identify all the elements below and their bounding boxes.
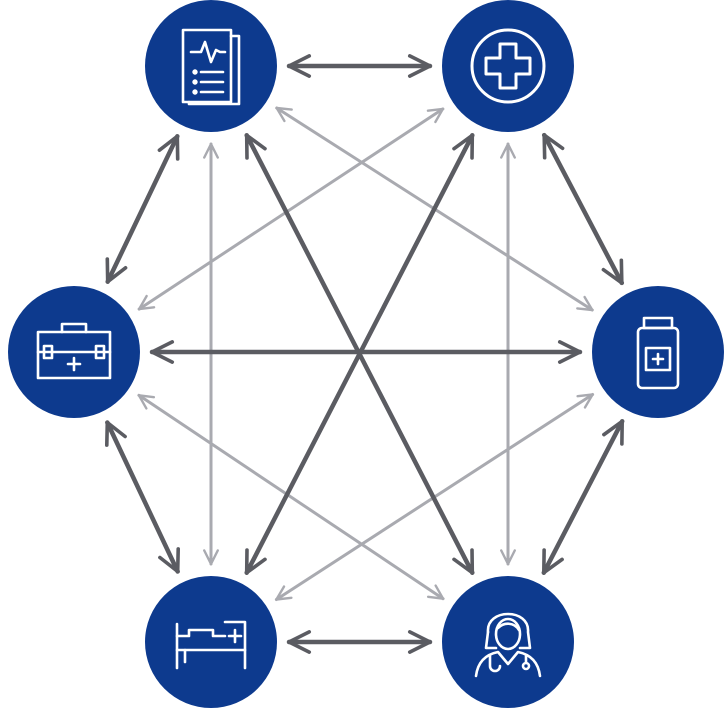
first-aid-kit-icon: [36, 322, 112, 380]
node-hospital-bed: [145, 576, 277, 708]
doctor-icon: [474, 612, 542, 678]
arrow-first-aid-kit-to-hospital-bed: [104, 420, 181, 574]
arrow-medical-report-to-first-aid-kit: [105, 134, 180, 284]
node-hospital: [442, 0, 574, 132]
node-medical-report: [145, 0, 277, 132]
node-circle: [442, 576, 574, 708]
node-medicine: [592, 286, 724, 418]
dark-connections: [104, 54, 625, 654]
node-circle: [442, 0, 574, 132]
arrow-medicine-to-doctor: [541, 419, 625, 575]
node-circle: [592, 286, 724, 418]
node-doctor: [442, 576, 574, 708]
medical-cross-icon: [470, 28, 546, 104]
medical-report-icon: [181, 28, 241, 106]
node-first-aid-kit: [8, 286, 140, 418]
arrow-hospital-to-medicine: [541, 132, 625, 286]
node-circle: [145, 576, 277, 708]
hospital-bed-icon: [175, 620, 247, 670]
node-circle: [145, 0, 277, 132]
medicine-bottle-icon: [636, 316, 680, 390]
